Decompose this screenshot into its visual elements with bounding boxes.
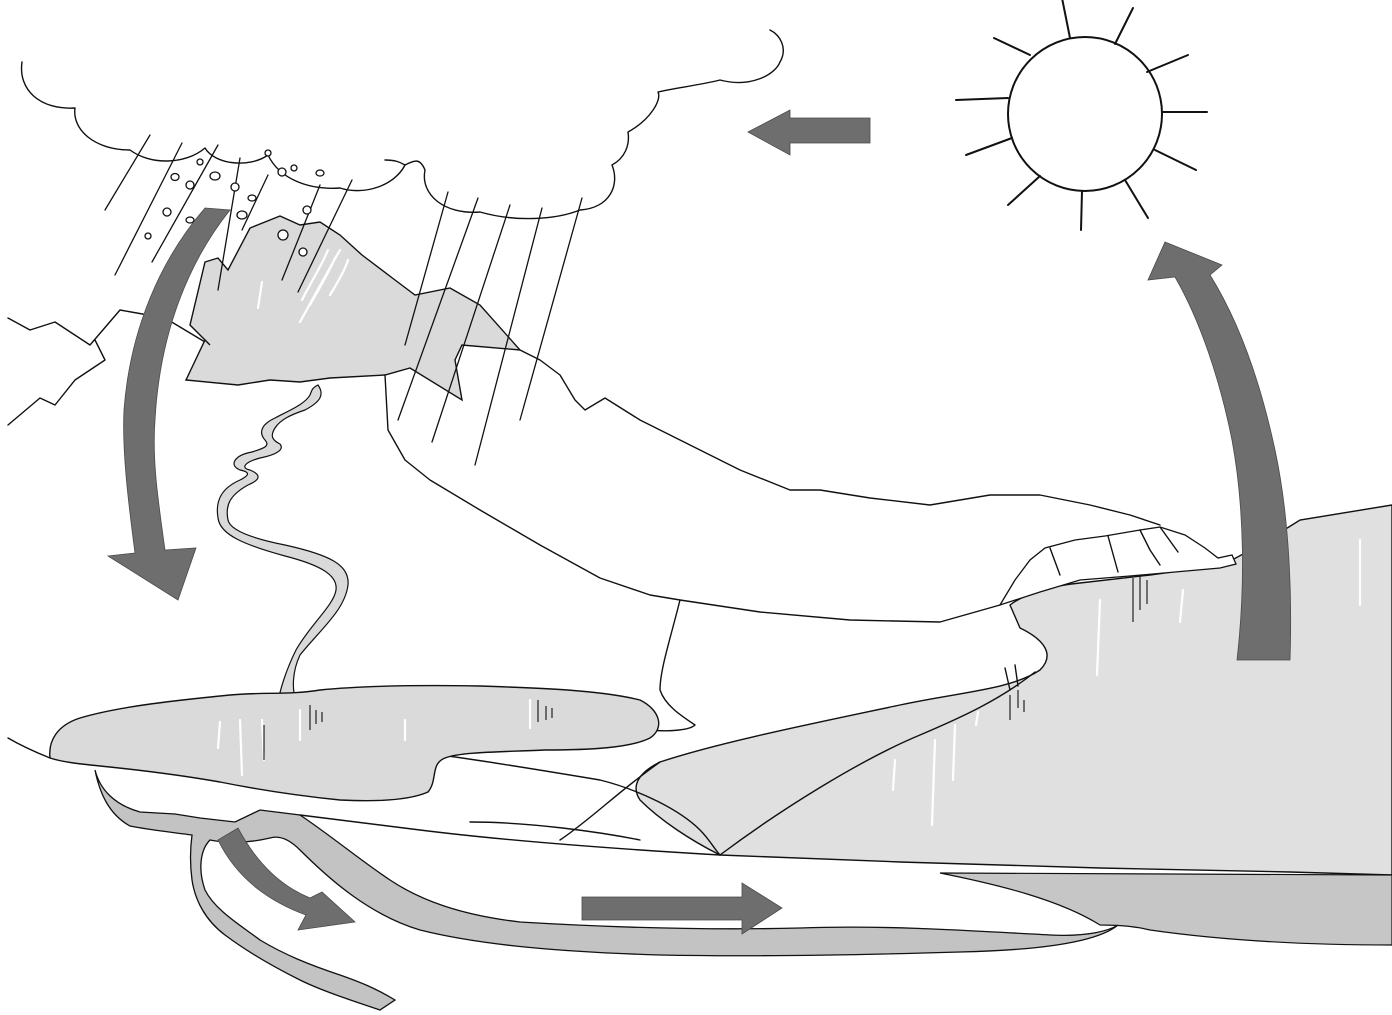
hail-icon	[144, 149, 325, 257]
lowland-line-4	[469, 821, 641, 841]
lowland-line-2	[299, 814, 721, 856]
land	[7, 215, 1237, 856]
headland-cliff	[998, 526, 1237, 607]
left-shore	[7, 737, 51, 759]
left-hills	[7, 339, 106, 426]
snowcap	[184, 215, 522, 402]
cliff-cracks	[1049, 526, 1179, 576]
groundwater	[94, 769, 1119, 1011]
snowcap-glints	[256, 248, 350, 324]
cloud-icon	[20, 29, 784, 220]
cloud-outline	[20, 29, 784, 220]
lake	[49, 684, 660, 802]
mountain-front-slope	[384, 374, 1001, 623]
coast-line	[719, 671, 1036, 856]
cliff-small-shore	[1004, 664, 1019, 691]
lake-glints	[216, 698, 553, 777]
condensation-arrow-icon	[747, 109, 871, 156]
infiltration-arrow-icon	[217, 827, 356, 931]
left-mountain-ridge	[7, 309, 211, 381]
river	[216, 384, 349, 703]
groundwater-layer	[94, 769, 1119, 1011]
cloud-inner-curve	[384, 159, 406, 166]
rain-icon	[104, 134, 583, 466]
river-system	[49, 248, 660, 802]
precipitation-arrow-icon	[106, 207, 231, 601]
evaporation-arrow-icon	[1147, 241, 1292, 661]
mountain-ridge-right	[519, 349, 1161, 526]
lowland-line-3	[559, 761, 661, 841]
lowland-line-1	[439, 754, 721, 856]
deep-ocean-water	[939, 872, 1392, 946]
ocean	[635, 504, 1392, 946]
groundwater-flow-arrow-icon	[581, 882, 783, 935]
sun-icon	[955, 0, 1208, 231]
flow-arrows	[106, 109, 1292, 935]
